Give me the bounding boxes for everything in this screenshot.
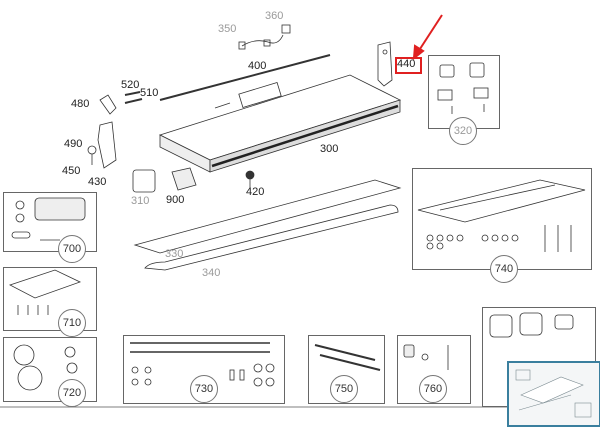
kit-number-320: 320	[449, 117, 477, 145]
label-310: 310	[131, 195, 150, 207]
kit-box-700	[3, 192, 97, 252]
gear-parts	[13, 344, 78, 391]
strip-parts	[314, 344, 381, 371]
label-340: 340	[202, 267, 221, 279]
label-510: 510	[140, 87, 159, 99]
kit-number-740: 740	[490, 255, 518, 283]
label-480: 480	[71, 98, 90, 110]
kit-number-710: 710	[58, 309, 86, 337]
label-490: 490	[64, 138, 83, 150]
hinge-bracket-part	[87, 94, 117, 169]
rod-part	[159, 54, 331, 101]
kit-box-730	[123, 335, 285, 404]
label-900: 900	[166, 194, 185, 206]
kit-box-710	[3, 267, 97, 331]
kit-number-760: 760	[419, 375, 447, 403]
main-rail-part	[158, 74, 402, 173]
screw-part	[245, 170, 255, 188]
kit-box-760	[397, 335, 471, 404]
rail-part-330	[133, 179, 402, 254]
kit-box-750	[308, 335, 385, 404]
kit-number-720: 720	[58, 379, 86, 407]
plate-parts	[8, 269, 82, 315]
kit-number-700: 700	[58, 235, 86, 263]
clip-parts	[437, 62, 489, 114]
label-440: 440	[397, 58, 416, 70]
cover-plate-parts	[417, 179, 586, 252]
label-card-part	[171, 167, 197, 191]
kit-box-720	[3, 337, 97, 402]
label-300: 300	[320, 143, 339, 155]
label-360: 360	[265, 10, 284, 22]
kit-number-730: 730	[190, 375, 218, 403]
label-520: 520	[121, 79, 140, 91]
label-400: 400	[248, 60, 267, 72]
red-arrow-icon	[412, 14, 443, 61]
cable-part	[238, 24, 291, 50]
fastener-kit-parts	[130, 342, 275, 387]
rail-part-340	[144, 204, 399, 271]
end-block-parts	[489, 312, 574, 338]
label-350: 350	[218, 23, 237, 35]
kit-number-750: 750	[330, 375, 358, 403]
highlight-box-440	[395, 57, 422, 74]
overview-thumbnail[interactable]	[507, 361, 600, 427]
bracket-part	[377, 41, 393, 87]
label-330: 330	[165, 248, 184, 260]
end-cap-part	[132, 169, 156, 193]
label-420: 420	[246, 186, 265, 198]
pin-parts	[124, 91, 143, 104]
bolt-parts	[403, 344, 449, 370]
label-430: 430	[88, 176, 107, 188]
motor-parts	[11, 197, 86, 241]
label-450: 450	[62, 165, 81, 177]
